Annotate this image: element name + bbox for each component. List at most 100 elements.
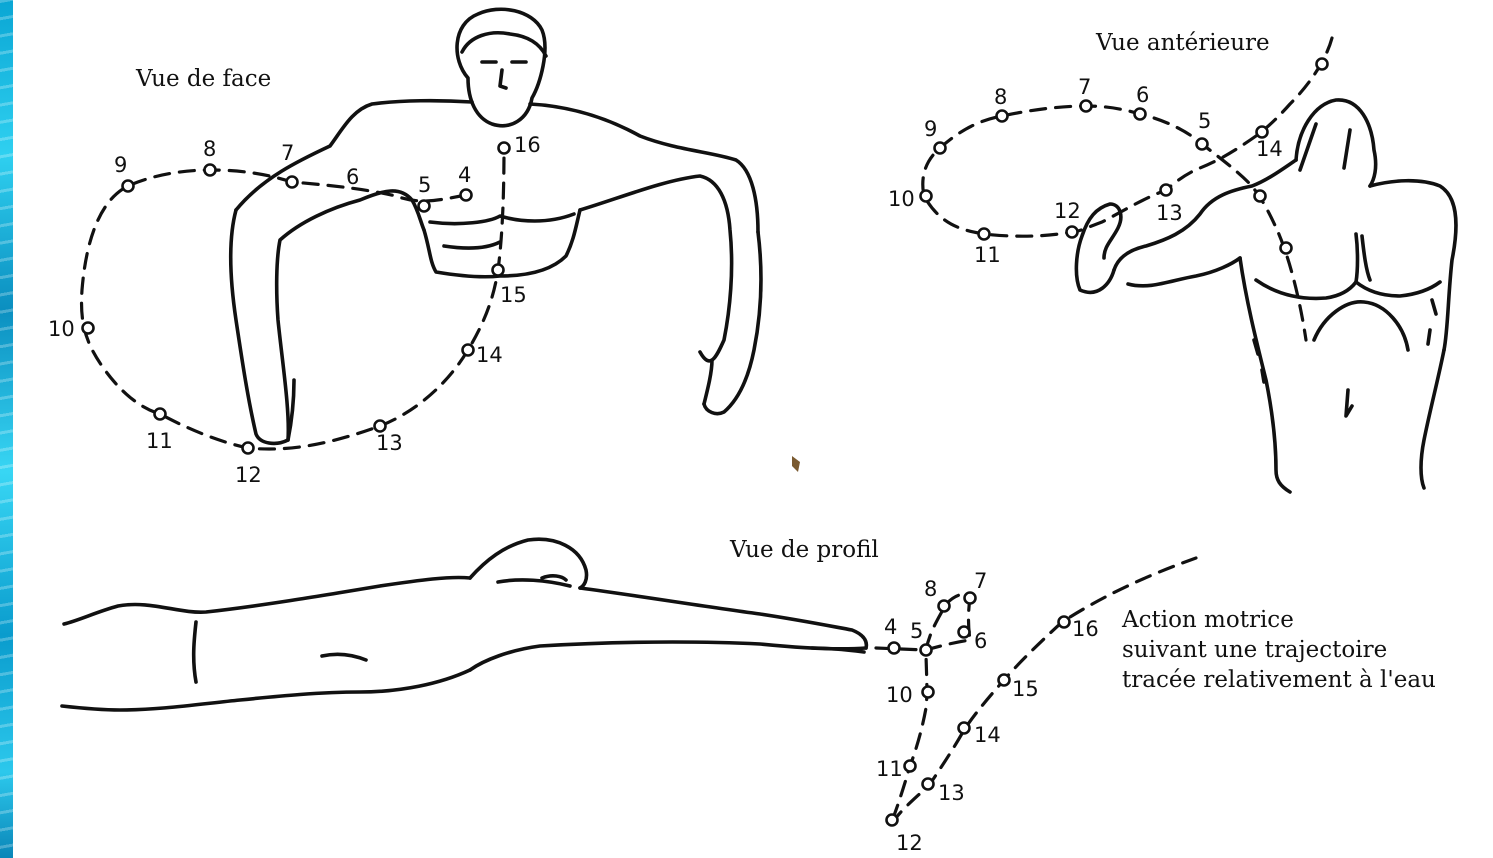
- profile-point-7-label: 7: [974, 569, 987, 593]
- front-point-9-marker: [123, 181, 134, 192]
- anterior-point-9-label: 9: [924, 117, 937, 141]
- front-hair: [462, 33, 546, 56]
- front-point-5-marker: [419, 201, 430, 212]
- front-point-15-label: 15: [500, 283, 527, 307]
- anterior-shoulder-blades: [1256, 280, 1440, 298]
- anterior-point-11-marker: [979, 229, 990, 240]
- anterior-spine-top: [1356, 234, 1370, 282]
- profile-arm-bottom: [470, 642, 866, 670]
- profile-point-5-marker: [921, 645, 932, 656]
- anterior-point-5-marker: [1197, 139, 1208, 150]
- profile-point-16-label: 16: [1072, 617, 1099, 641]
- profile-point-13-label: 13: [938, 781, 965, 805]
- profile-ear: [542, 576, 566, 580]
- front-right-shoulder: [530, 104, 758, 232]
- front-point-11-marker: [155, 409, 166, 420]
- front-point-11-label: 11: [146, 429, 173, 453]
- profile-arm-top: [580, 588, 866, 648]
- anterior-point-16-marker: [1317, 59, 1328, 70]
- profile-point-11-marker: [905, 761, 916, 772]
- profile-point-7-marker: [965, 593, 976, 604]
- front-nose: [500, 70, 506, 88]
- anterior-point-6-marker: [1135, 109, 1146, 120]
- front-swimmer-figure: [231, 9, 761, 443]
- front-point-9-label: 9: [114, 153, 127, 177]
- profile-back-line: [64, 577, 470, 624]
- profile-point-11-label: 11: [876, 757, 903, 781]
- front-point-13-marker: [375, 421, 386, 432]
- anterior-point-11-label: 11: [974, 243, 1001, 267]
- front-right-arm: [580, 176, 732, 361]
- profile-muscle-line: [322, 654, 366, 660]
- front-left-arm: [231, 210, 294, 443]
- front-pec-line: [444, 242, 500, 248]
- profile-hip-line: [194, 622, 196, 682]
- anterior-point-8-label: 8: [994, 85, 1007, 109]
- anterior-point-13-label: 13: [1156, 201, 1183, 225]
- profile-view-title: Vue de profil: [729, 537, 879, 563]
- anterior-point-7-label: 7: [1078, 75, 1091, 99]
- profile-point-8-marker: [939, 601, 950, 612]
- profile-point-15-label: 15: [1012, 677, 1039, 701]
- anterior-view: Vue antérieure 14 13 12 11: [888, 30, 1456, 492]
- anterior-neck: [1300, 124, 1350, 170]
- profile-point-4-marker: [889, 643, 900, 654]
- profile-point-5-label: 5: [910, 619, 923, 643]
- profile-note-line-3: tracée relativement à l'eau: [1122, 667, 1436, 693]
- front-view: Vue de face 4 5: [48, 9, 761, 487]
- front-point-6-label: 6: [346, 165, 359, 189]
- anterior-point-7-marker: [1081, 101, 1092, 112]
- profile-point-16-marker: [1059, 617, 1070, 628]
- front-point-4-marker: [461, 190, 472, 201]
- profile-point-14-marker: [959, 723, 970, 734]
- anterior-point-bottom-marker: [1281, 243, 1292, 254]
- anterior-point-12-label: 12: [1054, 199, 1081, 223]
- front-point-10-marker: [83, 323, 94, 334]
- front-point-12-marker: [243, 443, 254, 454]
- front-point-7-marker: [287, 177, 298, 188]
- front-point-14-marker: [463, 345, 474, 356]
- profile-point-12-label: 12: [896, 831, 923, 855]
- anterior-right-flank: [1421, 350, 1444, 488]
- anterior-point-12-marker: [1067, 227, 1078, 238]
- anterior-point-lower-marker: [1255, 191, 1266, 202]
- profile-point-4-label: 4: [884, 615, 897, 639]
- profile-point-10-label: 10: [886, 683, 913, 707]
- profile-point-10-marker: [923, 687, 934, 698]
- front-point-13-label: 13: [376, 431, 403, 455]
- front-point-16-marker: [499, 143, 510, 154]
- anterior-point-14-marker: [1257, 127, 1268, 138]
- anterior-point-14-label: 14: [1256, 137, 1283, 161]
- profile-point-6-label: 6: [974, 629, 987, 653]
- front-view-title: Vue de face: [135, 66, 271, 92]
- profile-point-8-label: 8: [924, 577, 937, 601]
- anterior-point-10-marker: [921, 191, 932, 202]
- profile-point-14-label: 14: [974, 723, 1001, 747]
- profile-head-arm: [498, 580, 570, 586]
- anterior-lower-back: [1314, 302, 1408, 350]
- profile-swimmer-figure: [62, 539, 866, 710]
- profile-point-6-marker: [959, 627, 970, 638]
- front-right-hand: [704, 360, 712, 404]
- front-point-12-label: 12: [235, 463, 262, 487]
- anterior-view-title: Vue antérieure: [1095, 30, 1270, 56]
- front-point-8-marker: [205, 165, 216, 176]
- profile-point-12-marker: [887, 815, 898, 826]
- anterior-trajectory-path: [923, 38, 1332, 340]
- front-point-14-label: 14: [476, 343, 503, 367]
- front-point-15-marker: [493, 265, 504, 276]
- front-point-4-label: 4: [458, 163, 471, 187]
- profile-belly-line: [62, 670, 470, 710]
- profile-point-13-marker: [923, 779, 934, 790]
- front-point-5-label: 5: [418, 173, 431, 197]
- anterior-right-shoulder: [1370, 181, 1456, 350]
- anterior-point-13-marker: [1161, 185, 1172, 196]
- anterior-point-8-marker: [997, 111, 1008, 122]
- anterior-ribs-right: [1428, 300, 1436, 344]
- anterior-point-5-label: 5: [1198, 109, 1211, 133]
- front-point-16-label: 16: [514, 133, 541, 157]
- profile-point-15-marker: [999, 675, 1010, 686]
- anterior-spine-low: [1346, 390, 1352, 416]
- front-point-10-label: 10: [48, 317, 75, 341]
